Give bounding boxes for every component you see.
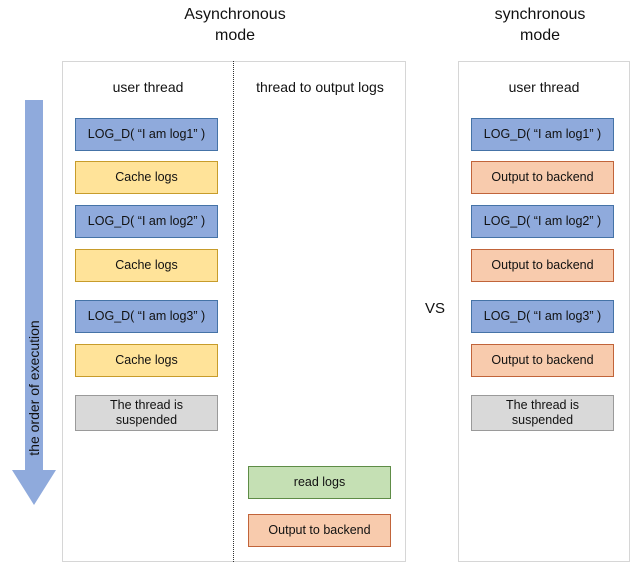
sync-block-thread-suspended[interactable]: The thread is suspended [471,395,614,431]
async-block-log1[interactable]: LOG_D( “I am log1” ) [75,118,218,151]
async-log-thread-header: thread to output logs [256,79,384,95]
async-block-cache-logs-3[interactable]: Cache logs [75,344,218,377]
async-block-output-to-backend[interactable]: Output to backend [248,514,391,547]
vs-label: VS [424,300,445,317]
sync-block-output-to-backend-2[interactable]: Output to backend [471,249,614,282]
async-user-thread-header: user thread [112,79,184,95]
async-block-log3[interactable]: LOG_D( “I am log3” ) [75,300,218,333]
down-arrow-icon [12,100,56,505]
async-mode-title: Asynchronous mode [184,6,286,44]
sync-block-log2[interactable]: LOG_D( “I am log2” ) [471,205,614,238]
sync-user-thread-header: user thread [508,79,580,95]
sync-block-log1[interactable]: LOG_D( “I am log1” ) [471,118,614,151]
async-block-log2[interactable]: LOG_D( “I am log2” ) [75,205,218,238]
sync-block-output-to-backend-3[interactable]: Output to backend [471,344,614,377]
sync-block-output-to-backend-1[interactable]: Output to backend [471,161,614,194]
sync-block-log3[interactable]: LOG_D( “I am log3” ) [471,300,614,333]
async-block-read-logs[interactable]: read logs [248,466,391,499]
sync-mode-title: synchronous mode [494,6,586,44]
order-of-execution-label: the order of execution [26,320,42,456]
async-block-thread-suspended[interactable]: The thread is suspended [75,395,218,431]
async-block-cache-logs-2[interactable]: Cache logs [75,249,218,282]
thread-divider-line [233,61,234,562]
order-of-execution-arrow: the order of execution [12,100,56,512]
async-block-cache-logs-1[interactable]: Cache logs [75,161,218,194]
